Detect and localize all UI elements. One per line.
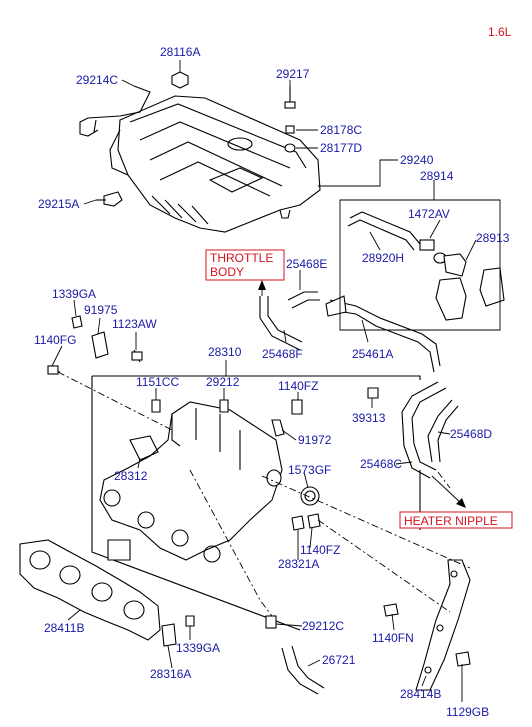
- label-28321a: 28321A: [278, 557, 319, 571]
- throttle-body-box: [205, 249, 285, 281]
- label-1140fg: 1140FG: [34, 333, 76, 347]
- label-25468f: 25468F: [262, 347, 303, 361]
- heater-nipple-box: [399, 511, 513, 529]
- label-1573gf: 1573GF: [288, 463, 331, 477]
- label-28178c: 28178C: [320, 123, 362, 137]
- label-91972: 91972: [298, 433, 332, 447]
- throttle-body-line1: THROTTLE: [210, 251, 273, 265]
- label-1140fn: 1140FN: [372, 631, 414, 645]
- label-28316a: 28316A: [150, 667, 191, 681]
- label-28414b: 28414B: [400, 687, 441, 701]
- engine-cover-drawing: [109, 95, 321, 233]
- label-1151cc: 1151CC: [136, 375, 179, 389]
- label-91975: 91975: [84, 303, 118, 317]
- label-29212c: 29212C: [302, 619, 344, 633]
- exhaust-gasket-drawing: [19, 539, 161, 641]
- label-29240: 29240: [400, 153, 434, 167]
- throttle-arrow-head: [258, 280, 266, 290]
- center-lines: [57, 371, 471, 617]
- label-28310: 28310: [208, 345, 242, 359]
- leader-lines: [51, 60, 501, 702]
- heater-arrow: [431, 475, 463, 505]
- label-1339ga-bot: 1339GA: [176, 641, 220, 655]
- label-29215a: 29215A: [38, 197, 79, 211]
- label-25461a: 25461A: [352, 347, 393, 361]
- label-26721: 26721: [322, 653, 356, 667]
- label-1472av: 1472AV: [408, 207, 450, 221]
- bolt-29217-drawing: [284, 86, 296, 153]
- label-28116a: 28116A: [160, 45, 200, 59]
- label-25468d: 25468D: [450, 427, 492, 441]
- label-1123aw: 1123AW: [112, 317, 157, 331]
- fasteners-drawing: [47, 315, 471, 667]
- hose-26721-drawing: [281, 645, 325, 695]
- label-1129gb: 1129GB: [446, 705, 489, 719]
- engine-spec: 1.6L: [488, 25, 512, 39]
- label-29214c: 29214C: [76, 73, 118, 87]
- label-28913: 28913: [476, 231, 510, 245]
- intake-manifold-drawing: [99, 401, 283, 563]
- label-1140fz-bot: 1140FZ: [300, 543, 340, 557]
- throttle-body-line2: BODY: [210, 265, 244, 279]
- part-labels: 28116A 29214C 29217 28178C 28177D 29240 …: [34, 45, 510, 719]
- gasket-1573gf-drawing: [300, 486, 320, 506]
- bracket-29214c-drawing: [79, 85, 151, 137]
- heater-nipple-label: HEATER NIPPLE: [404, 514, 498, 528]
- label-25468e: 25468E: [286, 257, 327, 271]
- heater-hoses-drawing: [401, 381, 459, 479]
- label-28411b: 28411B: [44, 621, 84, 635]
- label-1140fz-top: 1140FZ: [278, 379, 318, 393]
- heater-arrow-head: [456, 498, 466, 508]
- pcv-hose-drawing: [347, 211, 505, 321]
- label-28177d: 28177D: [320, 141, 362, 155]
- label-39313: 39313: [352, 411, 386, 425]
- label-28914: 28914: [420, 169, 454, 183]
- label-1339ga-top: 1339GA: [52, 287, 96, 301]
- throttle-hose-drawing: [259, 291, 320, 351]
- label-29217: 29217: [276, 67, 310, 81]
- label-28312: 28312: [114, 469, 148, 483]
- clip-29215a-drawing: [103, 191, 123, 207]
- label-25468c: 25468C: [360, 457, 402, 471]
- label-28920h: 28920H: [362, 251, 404, 265]
- stay-bracket-drawing: [415, 559, 471, 691]
- nut-28116a-drawing: [171, 71, 189, 89]
- water-pipe-drawing: [325, 295, 441, 373]
- label-29212: 29212: [206, 375, 240, 389]
